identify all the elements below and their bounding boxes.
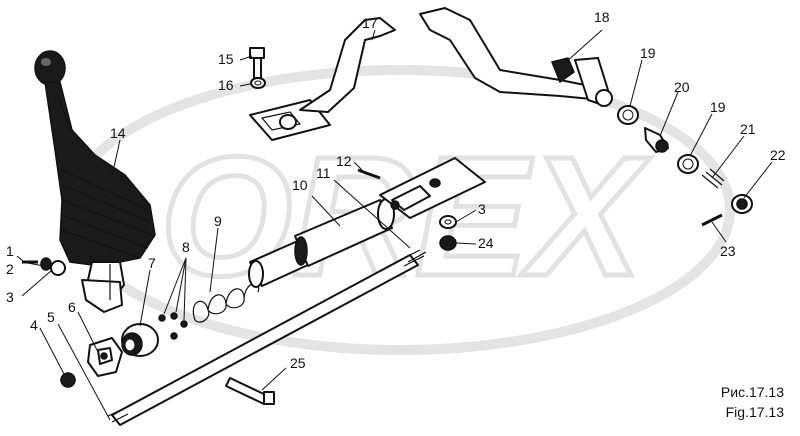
- callout-1: 1: [6, 243, 14, 259]
- bolt-upper: [249, 47, 266, 89]
- fork-assembly: [60, 337, 123, 388]
- spring: [192, 283, 260, 323]
- watermark: OREX: [65, 65, 735, 355]
- callout-6: 6: [68, 299, 76, 315]
- bushing: [121, 323, 159, 357]
- callout-20: 20: [674, 79, 690, 95]
- callout-15: 15: [218, 51, 234, 67]
- callout-7: 7: [148, 255, 156, 271]
- callout-12: 12: [336, 153, 352, 169]
- end-joint-parts: [617, 105, 753, 227]
- leader-lines: [16, 29, 773, 421]
- callout-16: 16: [218, 77, 234, 93]
- callout-2: 2: [6, 261, 14, 277]
- callout-24: 24: [478, 235, 494, 251]
- callout-23: 23: [720, 243, 736, 259]
- callout-9: 9: [214, 213, 222, 229]
- callout-8: 8: [182, 239, 190, 255]
- callout-19b: 19: [710, 99, 726, 115]
- shift-rod: [107, 249, 427, 426]
- callout-14: 14: [110, 125, 126, 141]
- callout-18: 18: [594, 9, 610, 25]
- callout-5: 5: [47, 309, 55, 325]
- gear-lever-boot: [34, 50, 156, 313]
- bolt-washers-left: [22, 257, 66, 276]
- shift-tube: [248, 198, 395, 288]
- callout-22: 22: [770, 147, 786, 163]
- callout-3b: 3: [478, 201, 486, 217]
- callout-21: 21: [740, 121, 756, 137]
- upper-bracket: [357, 157, 486, 219]
- callout-10: 10: [292, 177, 308, 193]
- callout-4: 4: [30, 317, 38, 333]
- rod-end-bracket: [550, 57, 613, 107]
- callout-25: 25: [290, 355, 306, 371]
- watermark-text: OREX: [160, 122, 650, 312]
- callout-3: 3: [6, 289, 14, 305]
- callout-labels: 1 2 3 4 5 6 7 8 9 10 11 12 14 15 16 17 1…: [6, 9, 786, 371]
- callout-11: 11: [316, 165, 331, 181]
- callout-19a: 19: [640, 45, 656, 61]
- figure-caption-en: Fig.17.13: [725, 404, 784, 420]
- figure-caption-ru: Рис.17.13: [720, 384, 784, 400]
- callout-17: 17: [362, 15, 378, 31]
- balls: [158, 312, 188, 340]
